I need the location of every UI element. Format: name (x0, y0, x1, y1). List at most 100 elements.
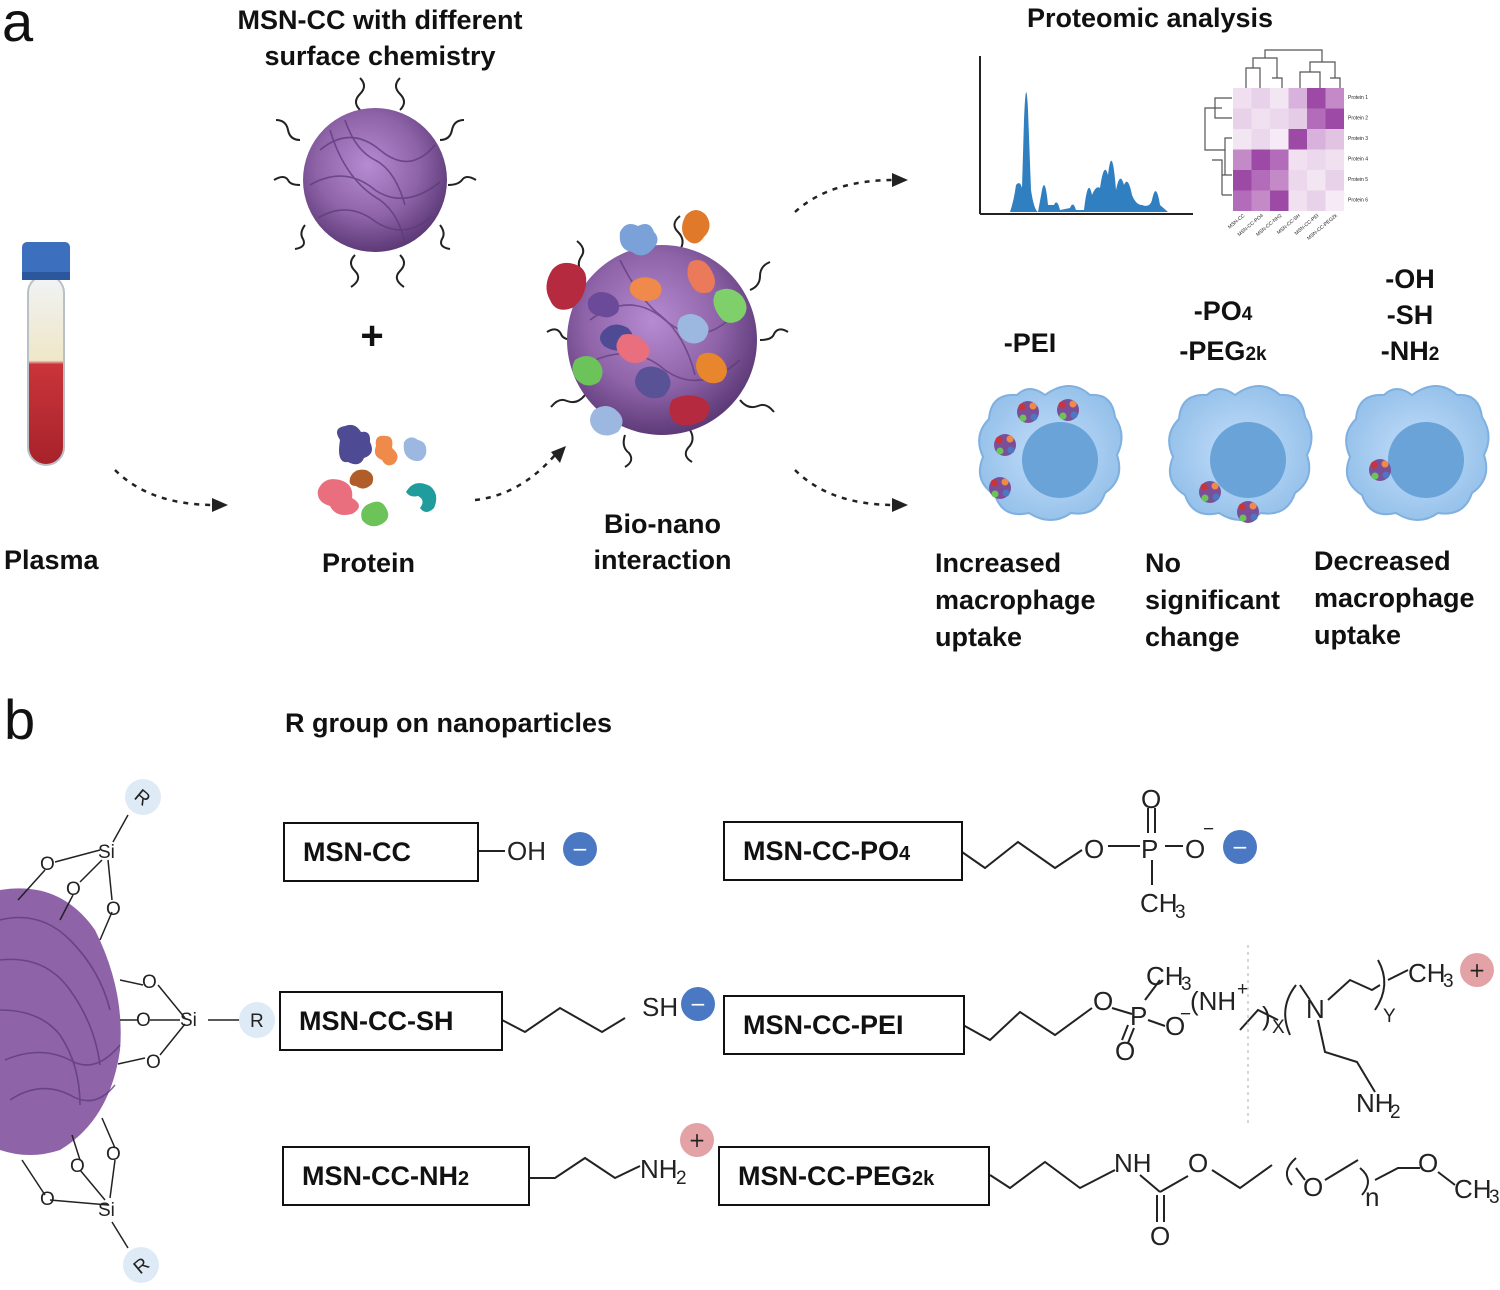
flow-arrows (114, 178, 896, 507)
heatmap-cell (1270, 170, 1289, 191)
bio-nano-label: Bio-nano interaction (560, 506, 765, 578)
po4-double-oxygen: O (1141, 784, 1161, 814)
charge-symbol: + (689, 1128, 706, 1152)
internalized-particle-icon (989, 477, 1011, 499)
heatmap-cell (1325, 149, 1344, 170)
pei-phosphorus: P (1130, 1001, 1147, 1031)
heatmap-cell (1325, 88, 1344, 109)
oxygen-atom: O (106, 1144, 121, 1165)
pei-paren: ) (1262, 1001, 1271, 1031)
heatmap-cell (1288, 129, 1307, 150)
charge-symbol: − (1232, 835, 1249, 859)
charge-symbol: + (1469, 958, 1486, 982)
pei-primary-amine: NH (1356, 1088, 1394, 1118)
heatmap-cell (1233, 129, 1252, 150)
heatmap-cell (1270, 149, 1289, 170)
oxygen-atom: O (40, 1189, 55, 1210)
heatmap-cell (1270, 88, 1289, 109)
pei-primary-amine-subscript: 2 (1390, 1102, 1401, 1123)
box-msn-cc: MSN-CC (283, 822, 479, 882)
group-pei-line: -PEI (1003, 328, 1057, 358)
outcome-decreased-line3: uptake (1314, 620, 1402, 650)
heatmap-row-label: Protein 4 (1348, 157, 1368, 163)
heatmap-cell (1307, 170, 1326, 191)
box-msn-cc-label: MSN-CC (303, 836, 411, 867)
heatmap-row-label: Protein 1 (1348, 95, 1368, 101)
po4-methyl: CH (1140, 888, 1178, 918)
heatmap-row-label: Protein 3 (1348, 136, 1368, 142)
heatmap-cell (1307, 129, 1326, 150)
bio-nano-complex-icon (546, 210, 789, 468)
bio-nano-line1: Bio-nano (604, 509, 721, 539)
heatmap-cell (1251, 190, 1270, 211)
heatmap-col-label: MSN-CC-PO4 (1237, 213, 1265, 238)
peg-ester-oxygen: O (1188, 1148, 1208, 1178)
panel-b-title: R group on nanoparticles (285, 708, 613, 738)
internalized-particle-icon (1017, 401, 1039, 423)
box-msn-cc-pei: MSN-CC-PEI (723, 995, 965, 1055)
oxygen-atom: O (40, 854, 55, 875)
msn-cc-nanoparticle-icon (273, 77, 477, 288)
heatmap-cell (1233, 170, 1252, 191)
pei-ammonium: (NH (1190, 986, 1236, 1016)
amine-subscript: 2 (676, 1168, 687, 1189)
heatmap-row-label: Protein 5 (1348, 177, 1368, 183)
outcome-no-change: No significant change (1145, 545, 1280, 656)
peg-amide-nh: NH (1114, 1148, 1152, 1178)
heatmap-cell (1251, 88, 1270, 109)
amine-group: NH (640, 1154, 678, 1184)
pei-methyl-subscript: 3 (1181, 974, 1192, 995)
po4-oxygen-minus: O (1185, 834, 1205, 864)
peg-terminal-methyl-subscript: 3 (1489, 1187, 1500, 1208)
pei-oxygen: O (1093, 986, 1113, 1016)
plasma-tube-icon (22, 242, 70, 466)
pei-terminal-methyl: CH (1408, 958, 1446, 988)
silicon-atom: Si (180, 1010, 197, 1031)
r-group-label: R (130, 1254, 154, 1279)
group-oh-sh-nh2-label: -OH -SH -NH2 (1360, 261, 1460, 373)
peg-repeat-oxygen: O (1303, 1172, 1323, 1202)
heatmap-cell (1288, 190, 1307, 211)
pei-ammonium-plus: + (1237, 979, 1248, 1000)
heatmap-cell (1270, 190, 1289, 211)
heatmap-cell (1251, 108, 1270, 129)
box-msn-cc-nh2: MSN-CC-NH2 (282, 1146, 530, 1206)
panel-a-letter: a (2, 0, 34, 53)
heatmap-row-label: Protein 6 (1348, 198, 1368, 204)
chromatogram-chart-icon (979, 56, 1193, 215)
positive-charge-icon: + (1460, 953, 1494, 987)
plus-sign: + (360, 314, 384, 358)
oxygen-atom: O (106, 899, 121, 920)
box-msn-cc-peg2k-label: MSN-CC-PEG2k (738, 1160, 935, 1191)
internalized-particle-icon (1237, 501, 1259, 523)
thiol-group: SH (642, 992, 678, 1022)
peg-terminal-methyl: CH (1454, 1174, 1492, 1204)
heatmap-cell (1307, 149, 1326, 170)
outcome-no-change-line2: significant (1145, 585, 1281, 615)
box-msn-cc-peg2k: MSN-CC-PEG2k (718, 1146, 990, 1206)
oxygen-atom: O (146, 1052, 161, 1073)
box-msn-cc-sh: MSN-CC-SH (279, 991, 503, 1051)
heatmap-cell (1251, 170, 1270, 191)
heatmap-cell (1288, 108, 1307, 129)
internalized-particle-icon (1057, 399, 1079, 421)
heatmap-cell (1307, 88, 1326, 109)
heatmap-cell (1288, 170, 1307, 191)
r-group-badges (123, 779, 275, 1283)
r-group-label: R (250, 1011, 264, 1032)
outcome-decreased: Decreased macrophage uptake (1314, 543, 1475, 654)
heatmap-cell (1233, 88, 1252, 109)
pei-minus: − (1180, 1004, 1191, 1025)
group-po4-line: -PO4 (1193, 296, 1253, 326)
outcome-decreased-line1: Decreased (1314, 546, 1451, 576)
heatmap-cell (1325, 129, 1344, 150)
group-po4-peg-label: -PO4 -PEG2k (1158, 293, 1288, 373)
group-pei-label: -PEI (975, 325, 1085, 361)
heatmap-cell (1251, 129, 1270, 150)
internalized-particle-icon (994, 434, 1016, 456)
macrophage-cell-po4-peg-icon (1168, 385, 1313, 521)
box-msn-cc-po4-label: MSN-CC-PO4 (743, 835, 911, 866)
r-group-label: R (130, 786, 154, 811)
box-msn-cc-po4: MSN-CC-PO4 (723, 821, 963, 881)
arrow-heads (212, 173, 908, 512)
